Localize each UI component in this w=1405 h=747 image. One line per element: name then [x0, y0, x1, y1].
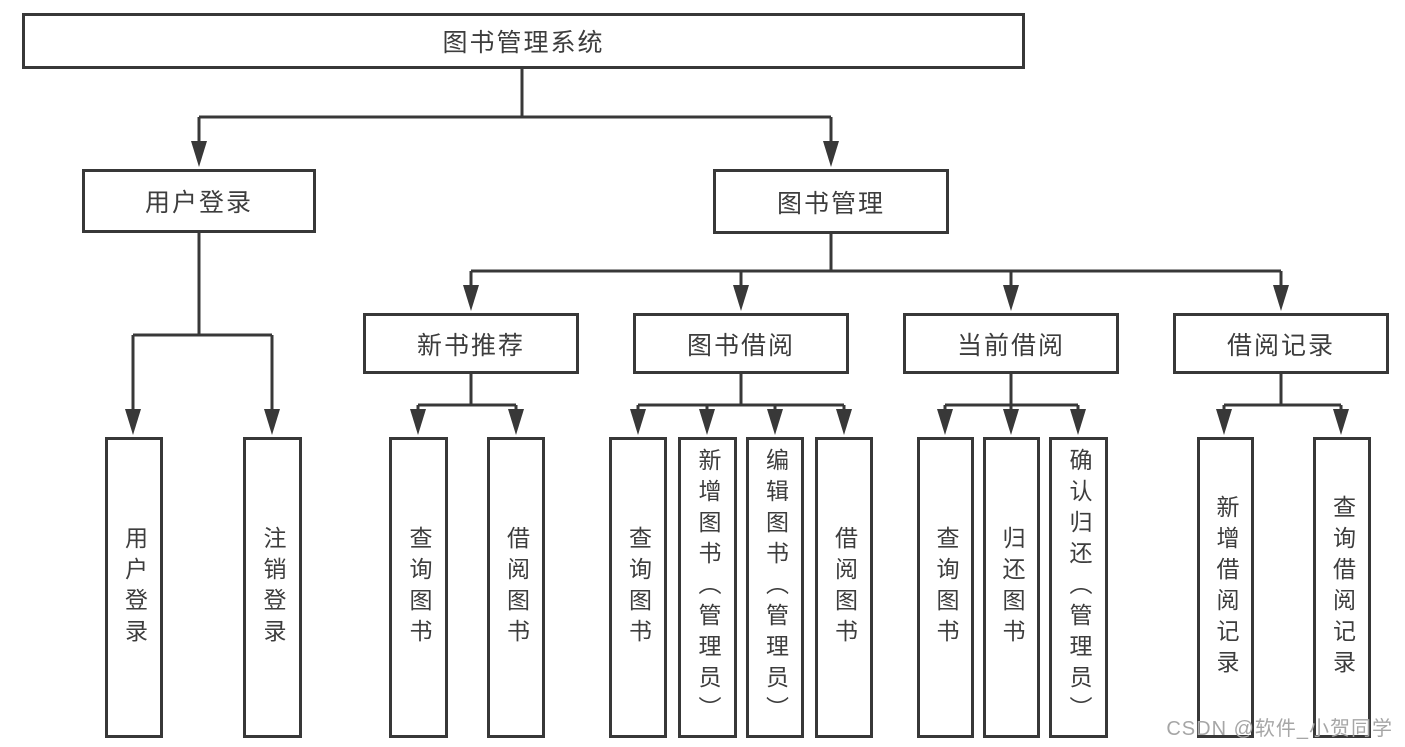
arrowhead — [937, 409, 953, 435]
leaf-logout: 注销登录 — [243, 437, 302, 738]
connector-level3-drops — [469, 374, 1283, 405]
arrowhead — [1003, 285, 1019, 311]
leaf-return-book: 归还图书 — [983, 437, 1040, 738]
leaf-borrow-books-borrowing: 借阅图书 — [815, 437, 873, 738]
arrowhead — [733, 285, 749, 311]
connector-root — [197, 69, 833, 144]
arrowhead — [767, 409, 783, 435]
connector-book-management — [469, 234, 1283, 288]
leaf-add-borrow-record: 新增借阅记录 — [1197, 437, 1254, 738]
arrowhead — [1333, 409, 1349, 435]
arrowhead — [410, 409, 426, 435]
node-user-login: 用户登录 — [82, 169, 316, 233]
arrowhead — [1070, 409, 1086, 435]
node-library-system: 图书管理系统 — [22, 13, 1025, 69]
arrowhead — [630, 409, 646, 435]
leaf-query-books-borrowing: 查询图书 — [609, 437, 667, 738]
arrowhead — [125, 409, 141, 435]
connector-leaf-stems — [416, 405, 1343, 414]
leaf-query-books-recommend: 查询图书 — [389, 437, 448, 738]
arrowhead — [264, 409, 280, 435]
node-borrowing-records: 借阅记录 — [1173, 313, 1389, 374]
arrowhead — [1216, 409, 1232, 435]
connector-user-login — [131, 233, 274, 412]
arrowhead — [463, 285, 479, 311]
arrowheads — [125, 141, 1349, 435]
leaf-user-login: 用户登录 — [105, 437, 163, 738]
node-new-book-recommend: 新书推荐 — [363, 313, 579, 374]
leaf-query-books-current: 查询图书 — [917, 437, 974, 738]
arrowhead — [1003, 409, 1019, 435]
arrowhead — [508, 409, 524, 435]
watermark: CSDN @软件_小贺同学 — [1166, 718, 1393, 740]
leaf-borrow-books-recommend: 借阅图书 — [487, 437, 545, 738]
node-book-management: 图书管理 — [713, 169, 949, 234]
arrowhead — [836, 409, 852, 435]
arrowhead — [823, 141, 839, 167]
arrowhead — [191, 141, 207, 167]
leaf-edit-book-admin: 编辑图书（管理员） — [746, 437, 804, 738]
arrowhead — [699, 409, 715, 435]
node-current-borrowing: 当前借阅 — [903, 313, 1119, 374]
leaf-confirm-return-admin: 确认归还（管理员） — [1049, 437, 1108, 738]
arrowhead — [1273, 285, 1289, 311]
leaf-add-book-admin: 新增图书（管理员） — [678, 437, 737, 738]
node-book-borrowing: 图书借阅 — [633, 313, 849, 374]
leaf-query-borrow-record: 查询借阅记录 — [1313, 437, 1371, 738]
